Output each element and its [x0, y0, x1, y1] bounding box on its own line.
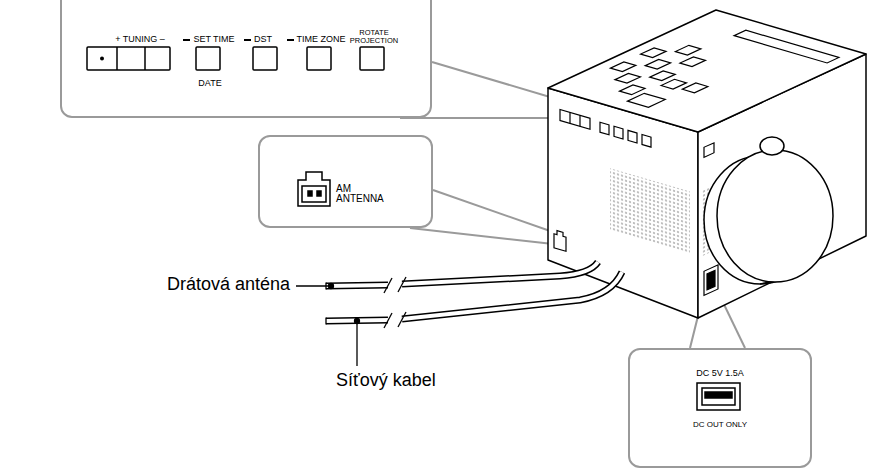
button-symbols — [87, 47, 384, 70]
part-label: Síťový kabel — [336, 371, 436, 391]
dash-marker — [244, 39, 251, 41]
label-leaders — [296, 284, 360, 367]
cables — [326, 262, 622, 328]
callout-text: DC 5V 1.5A — [696, 369, 744, 379]
dash-marker — [183, 39, 190, 41]
callout-text: SET TIME — [193, 35, 234, 45]
part-label: Drátová anténa — [167, 275, 290, 295]
device-body — [548, 10, 866, 318]
antenna-connector-symbol — [298, 172, 330, 206]
projector-lens — [704, 137, 833, 284]
callout-text: AM ANTENNA — [336, 184, 390, 205]
usb-port-symbol — [697, 383, 740, 410]
left-face-controls — [554, 108, 690, 288]
callout-text: ROTATE PROJECTION — [348, 29, 400, 45]
callout-text: DC OUT ONLY — [693, 421, 747, 430]
callout-text: DST — [254, 35, 272, 45]
callout-text: + TUNING – — [115, 35, 165, 45]
dash-marker — [287, 39, 294, 41]
top-buttons — [573, 21, 838, 123]
callout-box: AM ANTENNA — [258, 135, 433, 228]
callout-box: DC 5V 1.5A DC OUT ONLY — [628, 348, 812, 468]
callout-text: DATE — [198, 79, 221, 89]
callout-box: + TUNING – SET TIME DATE DST TIME ZONEROTATE… — [60, 0, 432, 118]
callout-text: TIME ZONE — [297, 35, 346, 45]
